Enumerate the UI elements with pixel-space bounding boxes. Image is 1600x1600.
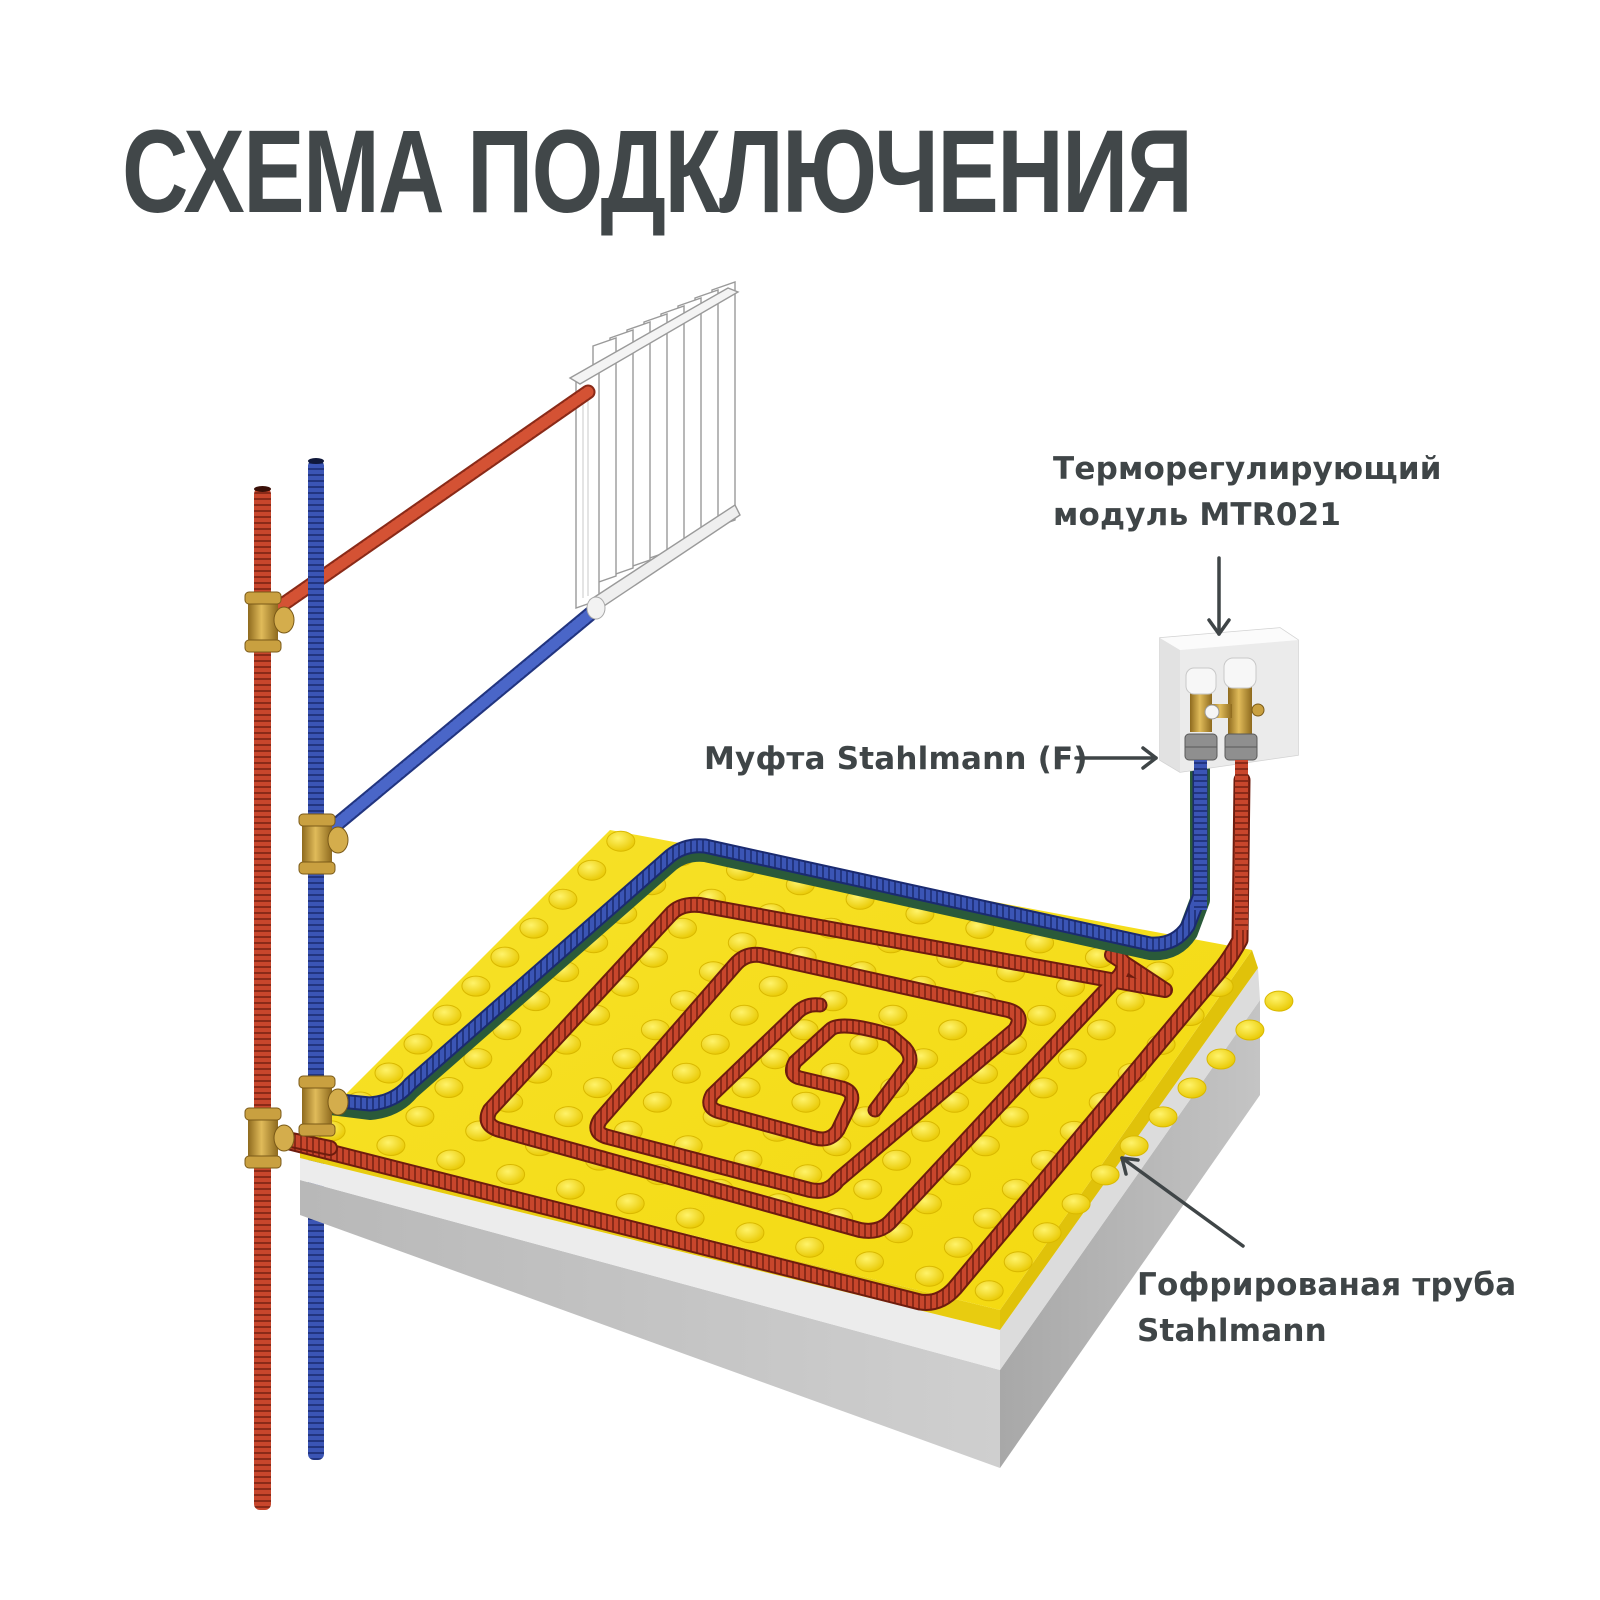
callout-pipe-line2: Stahlmann [1137,1313,1327,1349]
arrow-coupling [1074,746,1158,770]
callout-module-line1: Терморегулирующий [1053,451,1442,487]
callout-arrows [1074,556,1245,1248]
concrete-slab [300,1180,1000,1468]
radiator-return-pipe [322,596,606,838]
arrow-module [1207,556,1231,636]
callout-corrugated-pipe: Гофрированая труба Stahlmann [1137,1262,1516,1354]
tee-fitting-return-radiator [298,813,349,875]
callout-module-line2: модуль MTR021 [1053,497,1342,533]
page-title: СХЕМА ПОДКЛЮЧЕНИЯ [122,106,1193,238]
callout-coupling-text: Муфта Stahlmann (F) [704,741,1088,777]
return-riser [308,458,324,1460]
radiator-supply-pipe [264,384,596,620]
callout-coupling: Муфта Stahlmann (F) [704,736,1088,782]
radiator-icon [568,281,741,614]
tee-fitting-supply-floor [244,1107,295,1169]
tee-fitting-supply-radiator [244,591,295,653]
heating-pipe-return [320,760,1210,1120]
callout-pipe-line1: Гофрированая труба [1137,1267,1517,1303]
module-pipes [1194,760,1248,930]
insulation-layer [300,1158,1000,1370]
heating-pipe-spiral [273,771,1251,1311]
supply-riser [254,486,271,1510]
tee-fitting-return-floor [298,1075,349,1137]
thermoregulating-module-box [1159,627,1299,773]
brass-tee-fittings [244,591,349,1169]
arrow-pipe [1120,1156,1245,1248]
callout-thermoregulating-module: Терморегулирующий модуль MTR021 [1053,446,1442,538]
